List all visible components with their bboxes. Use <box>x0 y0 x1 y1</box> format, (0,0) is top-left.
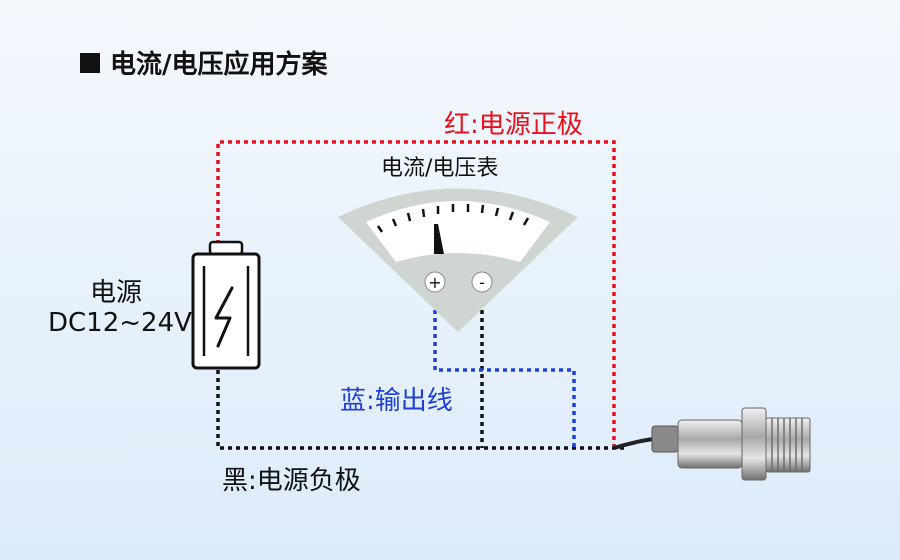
meter-minus-symbol: - <box>479 273 485 292</box>
black-wire <box>216 370 628 450</box>
blue-wire <box>433 294 576 448</box>
battery-lightning-icon <box>191 240 261 370</box>
page-title-text: 电流/电压应用方案 <box>110 50 328 80</box>
square-bullet-icon <box>80 52 100 73</box>
red-wire <box>216 140 616 446</box>
power-supply-spec: DC12~24V <box>48 308 192 338</box>
blue-wire-label: 蓝:输出线 <box>340 386 453 416</box>
meter-title: 电流/电压表 <box>381 156 499 181</box>
power-supply-name: 电源 <box>90 278 143 308</box>
pressure-transmitter-icon <box>651 407 811 481</box>
red-wire-label: 红:电源正极 <box>444 110 583 140</box>
analog-meter-icon: + - <box>338 188 578 332</box>
black-wire-label: 黑:电源负极 <box>222 466 361 496</box>
meter-plus-symbol: + <box>428 273 441 292</box>
page-title: 电流/电压应用方案 <box>80 44 328 81</box>
